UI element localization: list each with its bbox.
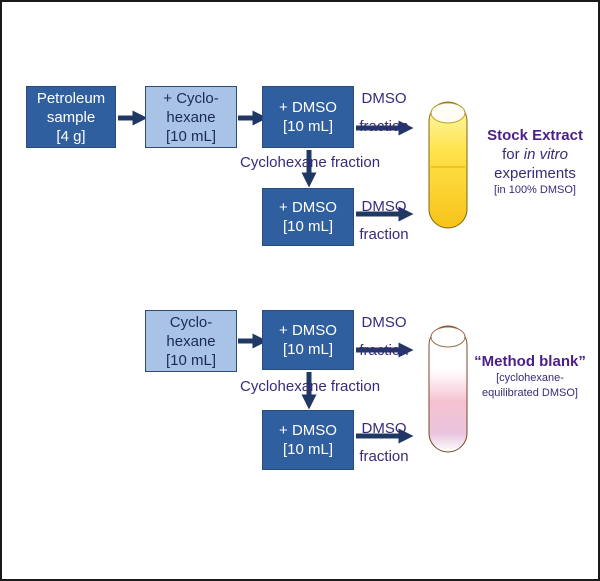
stock-extract-tube (428, 101, 468, 229)
method-blank-title: “Method blank” (474, 353, 586, 370)
dmso-box-bottom-2: + DMSO [10 mL] (262, 410, 354, 470)
dmso-box-top-2: + DMSO [10 mL] (262, 188, 354, 246)
cyclohexane-box-top: + Cyclo- hexane [10 mL] (145, 86, 237, 148)
dmso-fraction-label-bottom-1: DMSO fraction (359, 314, 409, 359)
stock-extract-line2: for in vitro (502, 146, 568, 163)
dmso-fraction-label-top-1: DMSO fraction (359, 90, 409, 135)
cyclohexane-fraction-label-top: Cyclohexane fraction (240, 154, 381, 171)
dmso-box-top-1: + DMSO [10 mL] (262, 86, 354, 148)
stock-extract-line3: experiments (494, 165, 576, 182)
stock-extract-title: Stock Extract (487, 127, 583, 144)
method-blank-line2: [cyclohexane- (496, 372, 564, 384)
method-blank-caption: “Method blank” [cyclohexane- equilibrate… (464, 352, 596, 401)
method-blank-line3: equilibrated DMSO] (482, 387, 578, 399)
petroleum-sample-box: Petroleum sample [4 g] (26, 86, 116, 148)
dmso-fraction-label-bottom-2: DMSO fraction (359, 420, 409, 465)
method-blank-tube (428, 325, 468, 453)
cyclohexane-fraction-label-bottom: Cyclohexane fraction (240, 378, 381, 395)
dmso-box-bottom-1: + DMSO [10 mL] (262, 310, 354, 370)
cyclohexane-box-bottom: Cyclo- hexane [10 mL] (145, 310, 237, 372)
stock-extract-line4: [in 100% DMSO] (494, 184, 576, 196)
stock-extract-caption: Stock Extract for in vitro experiments [… (472, 126, 598, 198)
dmso-fraction-label-top-2: DMSO fraction (359, 198, 409, 243)
